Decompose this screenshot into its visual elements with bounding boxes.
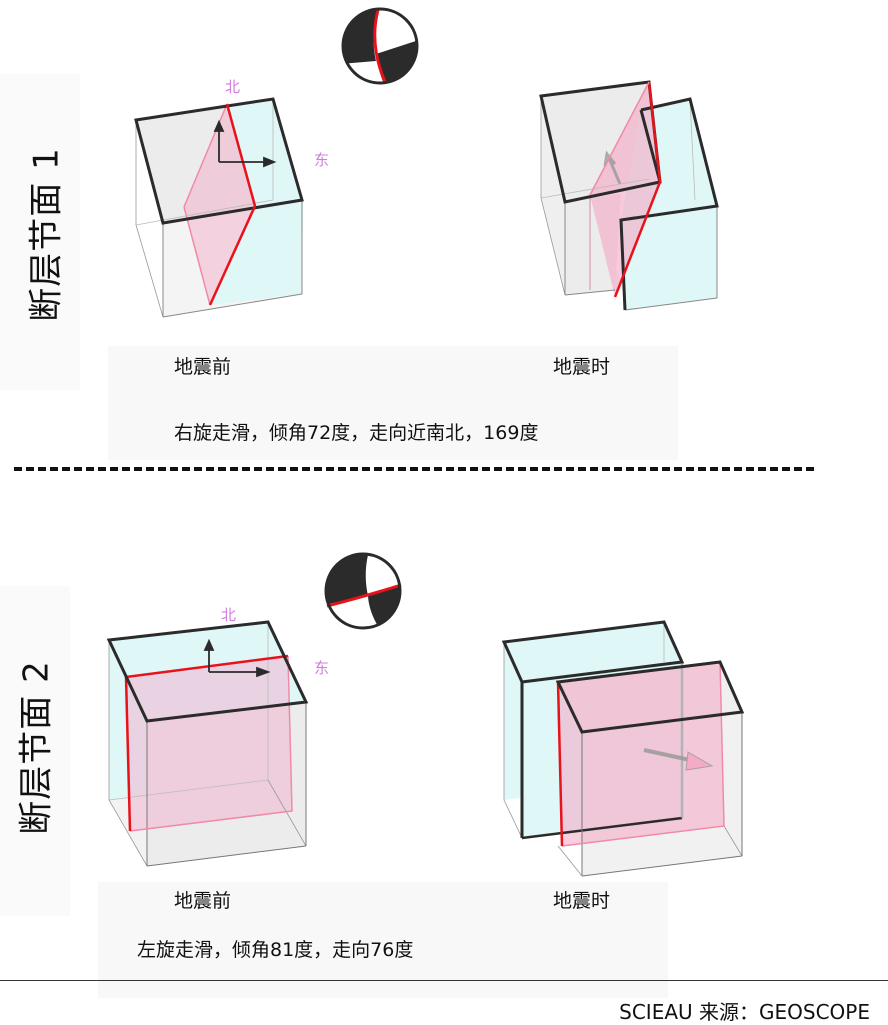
section-1-description: 右旋走滑，倾角72度，走向近南北，169度 [174, 422, 539, 444]
beachball-icon-2 [324, 552, 402, 630]
section-2-title-panel [0, 586, 70, 916]
section-2-description: 左旋走滑，倾角81度，走向76度 [137, 939, 414, 961]
fault-block-2-during [501, 620, 745, 877]
section-2-before-label: 地震前 [174, 890, 232, 912]
section-1-during-label: 地震时 [553, 356, 611, 378]
section-1-before-label: 地震前 [174, 356, 232, 378]
north-label-2: 北 [221, 606, 237, 624]
north-label-1: 北 [225, 78, 241, 96]
section-1-caption-box [108, 346, 678, 460]
section-divider [14, 467, 814, 471]
fault-block-1-during [539, 80, 719, 311]
section-2-title: 断层节面 2 [16, 660, 57, 835]
section-1-title: 断层节面 1 [26, 147, 67, 322]
source-credit: SCIEAU 来源：GEOSCOPE [619, 1000, 870, 1024]
east-label-1: 东 [314, 151, 330, 169]
section-2-caption-box [98, 882, 668, 998]
beachball-icon-1 [341, 7, 419, 85]
section-2-during-label: 地震时 [553, 890, 611, 912]
section-1-title-panel [0, 74, 80, 390]
footer-divider [0, 980, 888, 981]
fault-block-2-before [106, 620, 309, 867]
fault-block-1-before [134, 97, 304, 318]
east-label-2: 东 [314, 659, 330, 677]
